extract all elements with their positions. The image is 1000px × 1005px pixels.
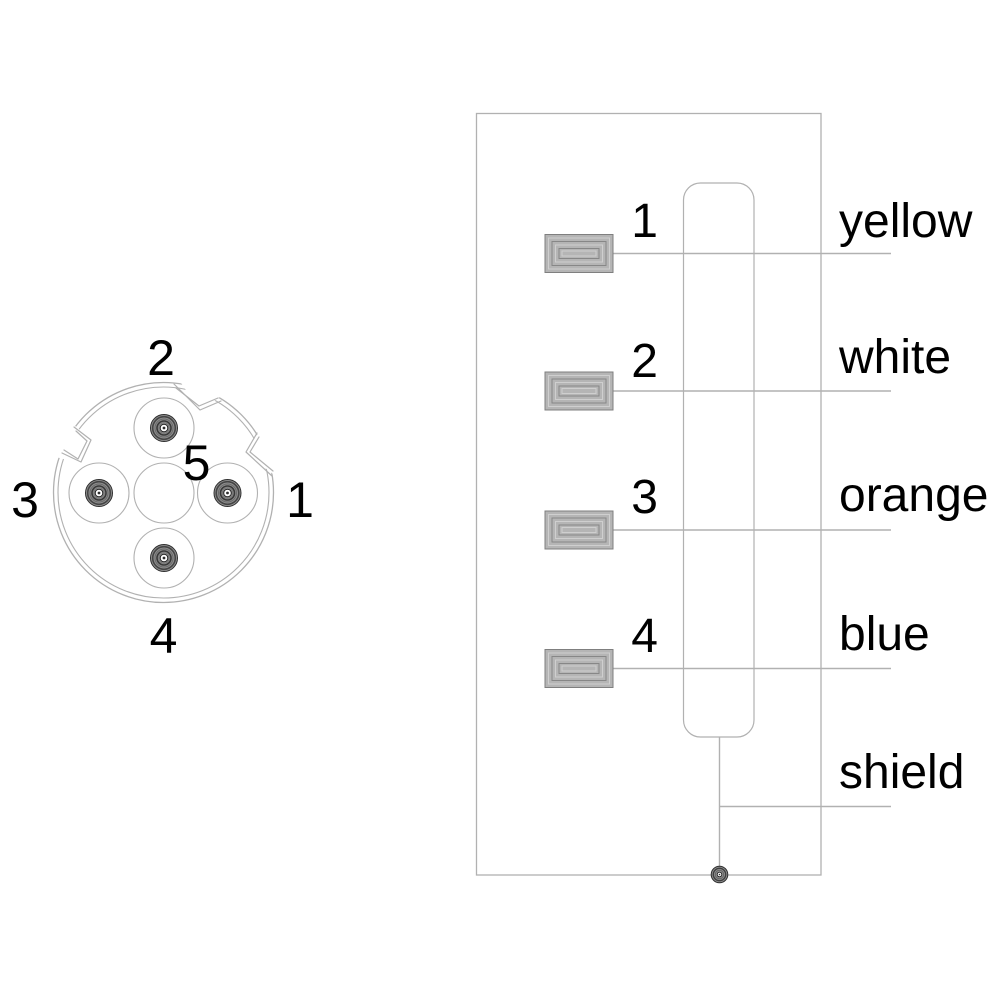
left-notch-icon [61, 426, 92, 463]
terminal-number-2: 2 [631, 335, 658, 388]
shield-ground-dot-icon [710, 865, 729, 884]
terminal-pad-2-icon [544, 371, 614, 411]
face-pin-label-3: 3 [11, 472, 39, 528]
face-pin-label-5: 5 [183, 435, 211, 491]
wire-color-label-3: orange [839, 469, 988, 522]
right-notch-inner-line [249, 436, 274, 472]
face-pin-label-1: 1 [286, 472, 314, 528]
pin-1-contact-icon [213, 478, 242, 508]
wire-shield-label: shield [839, 746, 964, 799]
pin-5-cavity [133, 462, 195, 524]
left-notch-inner-line [63, 430, 88, 460]
right-notch-icon [245, 432, 273, 477]
wiring-diagram: 1 2 3 4 yellow white orange blue shield [475, 112, 988, 884]
wire-color-label-4: blue [839, 608, 930, 661]
housing-outline [475, 112, 822, 876]
face-pin-label-4: 4 [150, 608, 178, 664]
terminal-number-4: 4 [631, 610, 658, 663]
face-pin-label-2: 2 [147, 330, 175, 386]
top-notch-inner-line [175, 387, 219, 407]
top-notch-mask [175, 374, 227, 411]
terminal-number-1: 1 [631, 195, 658, 248]
connector-face: 1 2 3 4 5 [11, 330, 314, 664]
pin-2-contact-icon [149, 413, 179, 443]
connector-inner-ring [57, 386, 270, 599]
wire-color-label-1: yellow [839, 195, 973, 248]
terminal-pad-3-icon [544, 510, 614, 550]
terminal-pad-4-icon [544, 649, 614, 688]
left-notch-mask [56, 422, 93, 464]
terminal-number-3: 3 [631, 471, 658, 524]
pin-3-contact-icon [84, 478, 114, 508]
pin-4-contact-icon [149, 543, 179, 573]
cable-channel-outline [682, 182, 755, 738]
terminal-pad-1-icon [544, 234, 614, 273]
wire-color-label-2: white [838, 331, 951, 384]
